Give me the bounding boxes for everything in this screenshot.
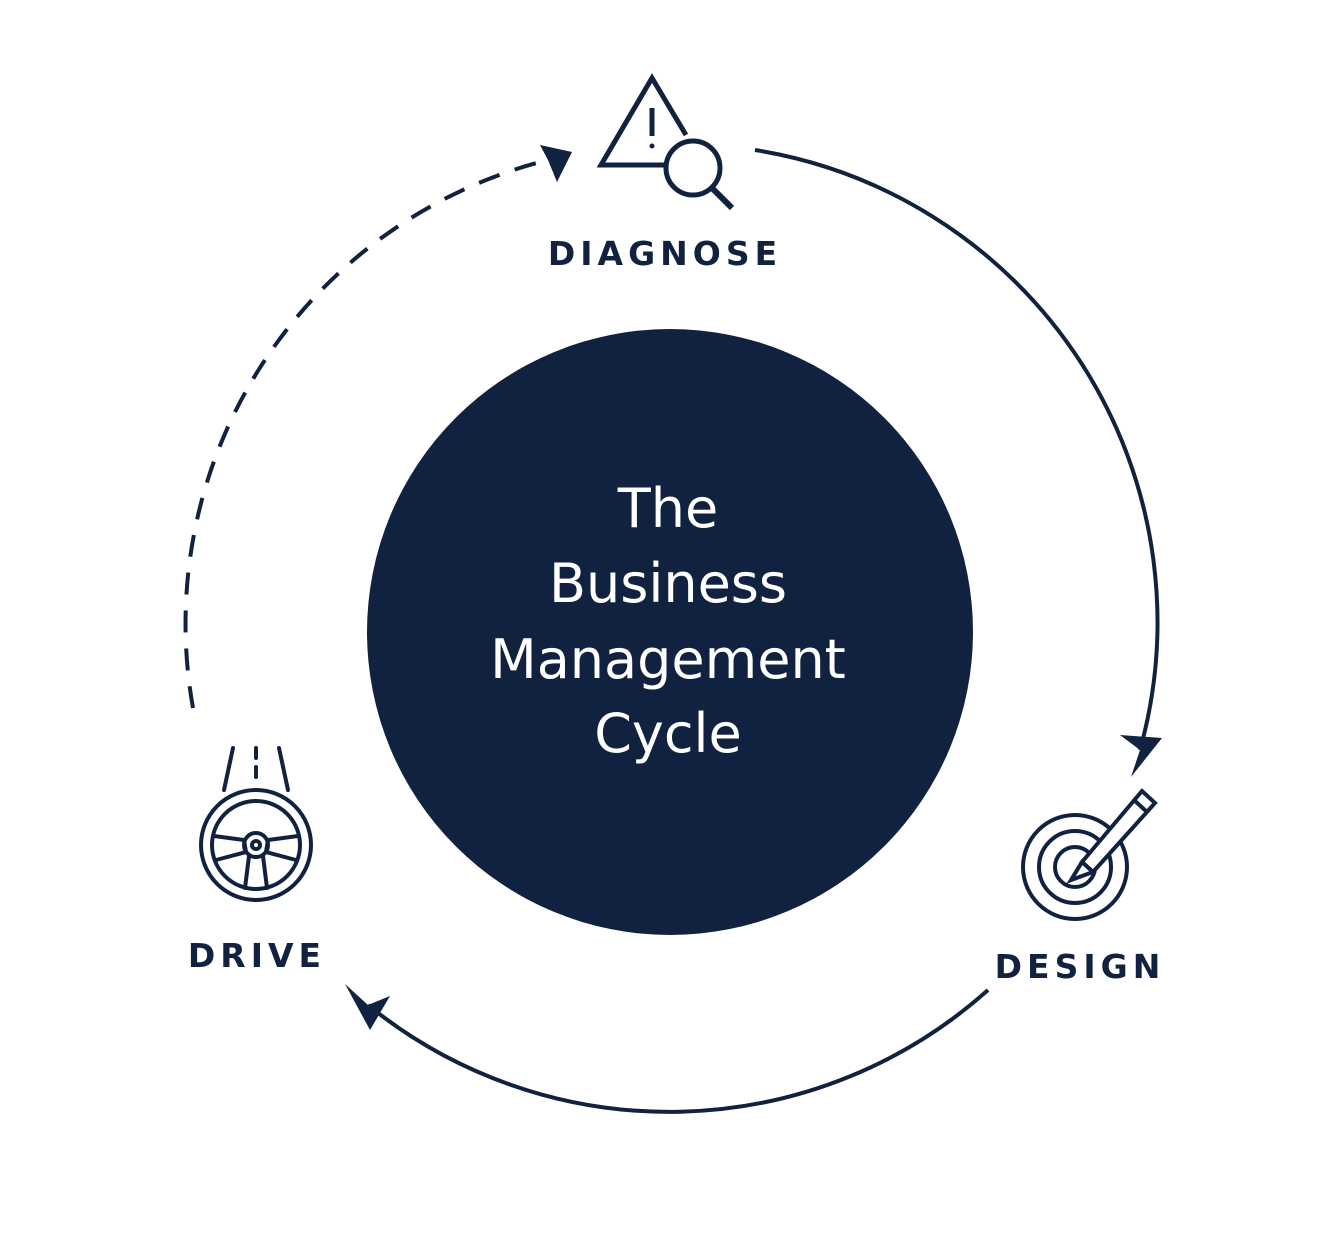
wheel-rim-outer — [199, 788, 313, 902]
warning-triangle — [596, 73, 689, 168]
pencil-body — [1079, 788, 1158, 875]
arrowhead-drive — [345, 984, 390, 1030]
wheel-spoke-right — [263, 834, 300, 862]
arrowhead-design — [1120, 735, 1162, 777]
arrow-design-to-drive — [366, 988, 990, 1114]
center-title-line-3: Management — [490, 628, 846, 691]
warning-magnifier-icon — [596, 73, 735, 211]
arrow-drive-to-diagnose — [183, 158, 549, 709]
pencil-tip — [1066, 858, 1097, 884]
arrowhead-diagnose — [540, 145, 572, 182]
center-title-line-4: Cycle — [594, 702, 742, 765]
speed-line-right — [277, 746, 290, 792]
wheel-hub-center — [250, 839, 262, 851]
center-circle — [367, 329, 973, 935]
center-title-line-2: Business — [549, 552, 787, 615]
stage-label-drive: DRIVE — [188, 936, 326, 975]
connectors — [183, 148, 1160, 1114]
target-pencil-icon — [1021, 788, 1158, 921]
wheel-rim-inner — [210, 799, 302, 891]
wheel-spoke-left — [212, 834, 249, 862]
arrowheads — [345, 145, 1162, 1030]
stage-label-diagnose: DIAGNOSE — [548, 234, 782, 273]
wheel-spoke-bottom — [243, 854, 269, 890]
target-ring-outer — [1021, 813, 1129, 921]
pencil-ferrule — [1132, 798, 1149, 814]
magnifier-handle — [709, 185, 735, 211]
stage-label-design: DESIGN — [995, 947, 1166, 986]
steering-wheel-icon — [199, 746, 313, 902]
target-ring-middle — [1037, 829, 1113, 905]
magnifier-lens — [663, 138, 723, 198]
exclamation-dot — [649, 143, 655, 149]
arrow-diagnose-to-design — [754, 148, 1160, 751]
center-title-line-1: The — [617, 477, 718, 540]
center-title: The Business Management Cycle — [490, 477, 846, 765]
speed-line-left — [222, 746, 235, 792]
